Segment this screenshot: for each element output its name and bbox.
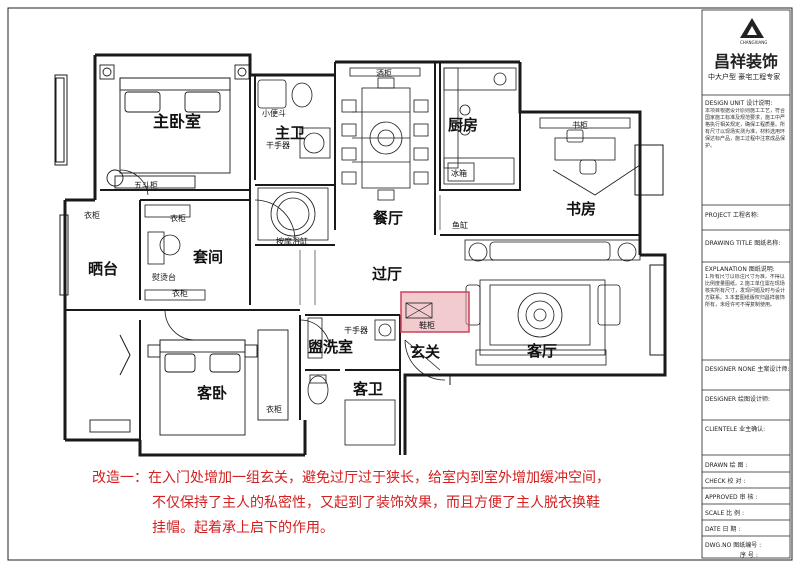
project-label: PROJECT 工程名称:: [705, 212, 759, 219]
label-wine-cabinet: 酒柜: [376, 69, 392, 78]
room-suite: 套间: [193, 248, 224, 266]
label-shoe-cabinet: 鞋柜: [419, 321, 435, 330]
label-dresser: 五斗柜: [134, 181, 158, 190]
caption-line-1: 改造一：在入门处增加一组玄关，避免过厅过于狭长，给室内到室外增加缓冲空间，: [92, 470, 610, 486]
room-guest-bath: 客卫: [353, 380, 384, 398]
label-wardrobe-suite-top: 衣柜: [170, 214, 186, 223]
room-washroom: 盥洗室: [308, 338, 354, 356]
label-wardrobe-guest: 衣柜: [266, 405, 282, 414]
corridor-marks: [299, 195, 441, 305]
room-master-bedroom: 主卧室: [153, 112, 202, 131]
logo-text: CHANGXIANG: [740, 40, 768, 45]
renovation-caption: 改造一：在入门处增加一组玄关，避免过厅过于狭长，给室内到室外增加缓冲空间， 不仅…: [92, 466, 612, 541]
room-living: 客厅: [527, 342, 558, 360]
room-study: 书房: [566, 200, 597, 218]
suite-furniture: [144, 204, 206, 301]
kitchen-fixtures: [443, 67, 517, 185]
room-dining: 餐厅: [373, 209, 404, 227]
title-block-frame: [701, 9, 791, 559]
explanation-notes: 1.所有尺寸以标注尺寸为准，不得以比例度量图纸。2.施工单位需在现场核实所有尺寸…: [705, 274, 786, 308]
scale-label: SCALE 比 例 :: [705, 510, 744, 517]
drawing-title-label: DRAWING TITLE 图纸名称:: [705, 240, 781, 247]
room-foyer: 玄关: [410, 343, 441, 361]
dining-set: [341, 67, 429, 201]
design-notes: 本项目根据设计原则施工工艺，符合国家施工标准及规范要求，施工中严格执行相关规定，…: [705, 108, 786, 149]
outer-walls: [63, 53, 667, 457]
guest-bed: [89, 329, 289, 436]
room-master-bath: 主卫: [275, 124, 306, 142]
bath-fixtures: [307, 317, 396, 446]
date-label: DATE 日 期 :: [705, 526, 741, 533]
label-massage-tub: 按摩浴缸: [276, 237, 308, 246]
label-fridge: 冰箱: [451, 169, 467, 178]
label-hand-dryer-2: 干手器: [344, 326, 368, 335]
room-kitchen: 厨房: [448, 116, 479, 134]
approved-label: APPROVED 审 核 :: [705, 494, 758, 501]
room-corridor: 过厅: [372, 265, 403, 283]
label-bookcase: 书柜: [572, 121, 588, 130]
room-guest-bedroom: 客卧: [197, 384, 228, 402]
explanation-label: EXPLANATION 图纸说明:: [705, 266, 775, 273]
study-furniture: [539, 117, 641, 196]
caption-line-3: 挂帽。起着承上启下的作用。: [152, 520, 334, 536]
master-bath-fixtures: [257, 79, 331, 241]
caption-line-2: 不仅保持了主人的私密性，又起到了装饰效果，而且方便了主人脱衣换鞋: [152, 495, 600, 511]
dwg-no-label: DWG.NO 图纸编号 :: [705, 542, 762, 549]
label-wardrobe-suite-bottom: 衣柜: [172, 289, 188, 298]
label-wardrobe-balcony: 衣柜: [84, 211, 100, 220]
designer-label: DESIGNER NONE 主案设计师:: [705, 366, 790, 373]
design-unit-label: DESIGN UNIT 设计说明:: [705, 100, 773, 107]
label-ironing-table: 熨烫台: [152, 273, 176, 282]
living-furniture: [464, 239, 641, 366]
foyer-shoe-cabinet-highlight: [400, 291, 470, 333]
drawn-label: DRAWN 绘 图 :: [705, 462, 748, 469]
master-bed: [99, 64, 250, 189]
doors: [119, 169, 446, 381]
seq-label: 序 号 :: [740, 552, 758, 559]
room-balcony: 晒台: [88, 260, 119, 278]
check-label: CHECK 校 对 :: [705, 478, 746, 485]
company-logo-icon: [740, 18, 764, 38]
label-hand-dryer: 干手器: [266, 141, 290, 150]
windows: [54, 74, 666, 385]
label-small-toilet: 小便斗: [262, 109, 286, 118]
client-label: CLIENTELE 业主确认:: [705, 426, 766, 433]
company-slogan: 中大户型 豪宅工程专家: [708, 73, 781, 81]
design-by-label: DESIGNER 绘图设计师:: [705, 396, 771, 403]
inner-walls: [65, 62, 640, 455]
label-fish-tank: 鱼缸: [452, 221, 468, 230]
company-name: 昌祥装饰: [714, 52, 779, 71]
